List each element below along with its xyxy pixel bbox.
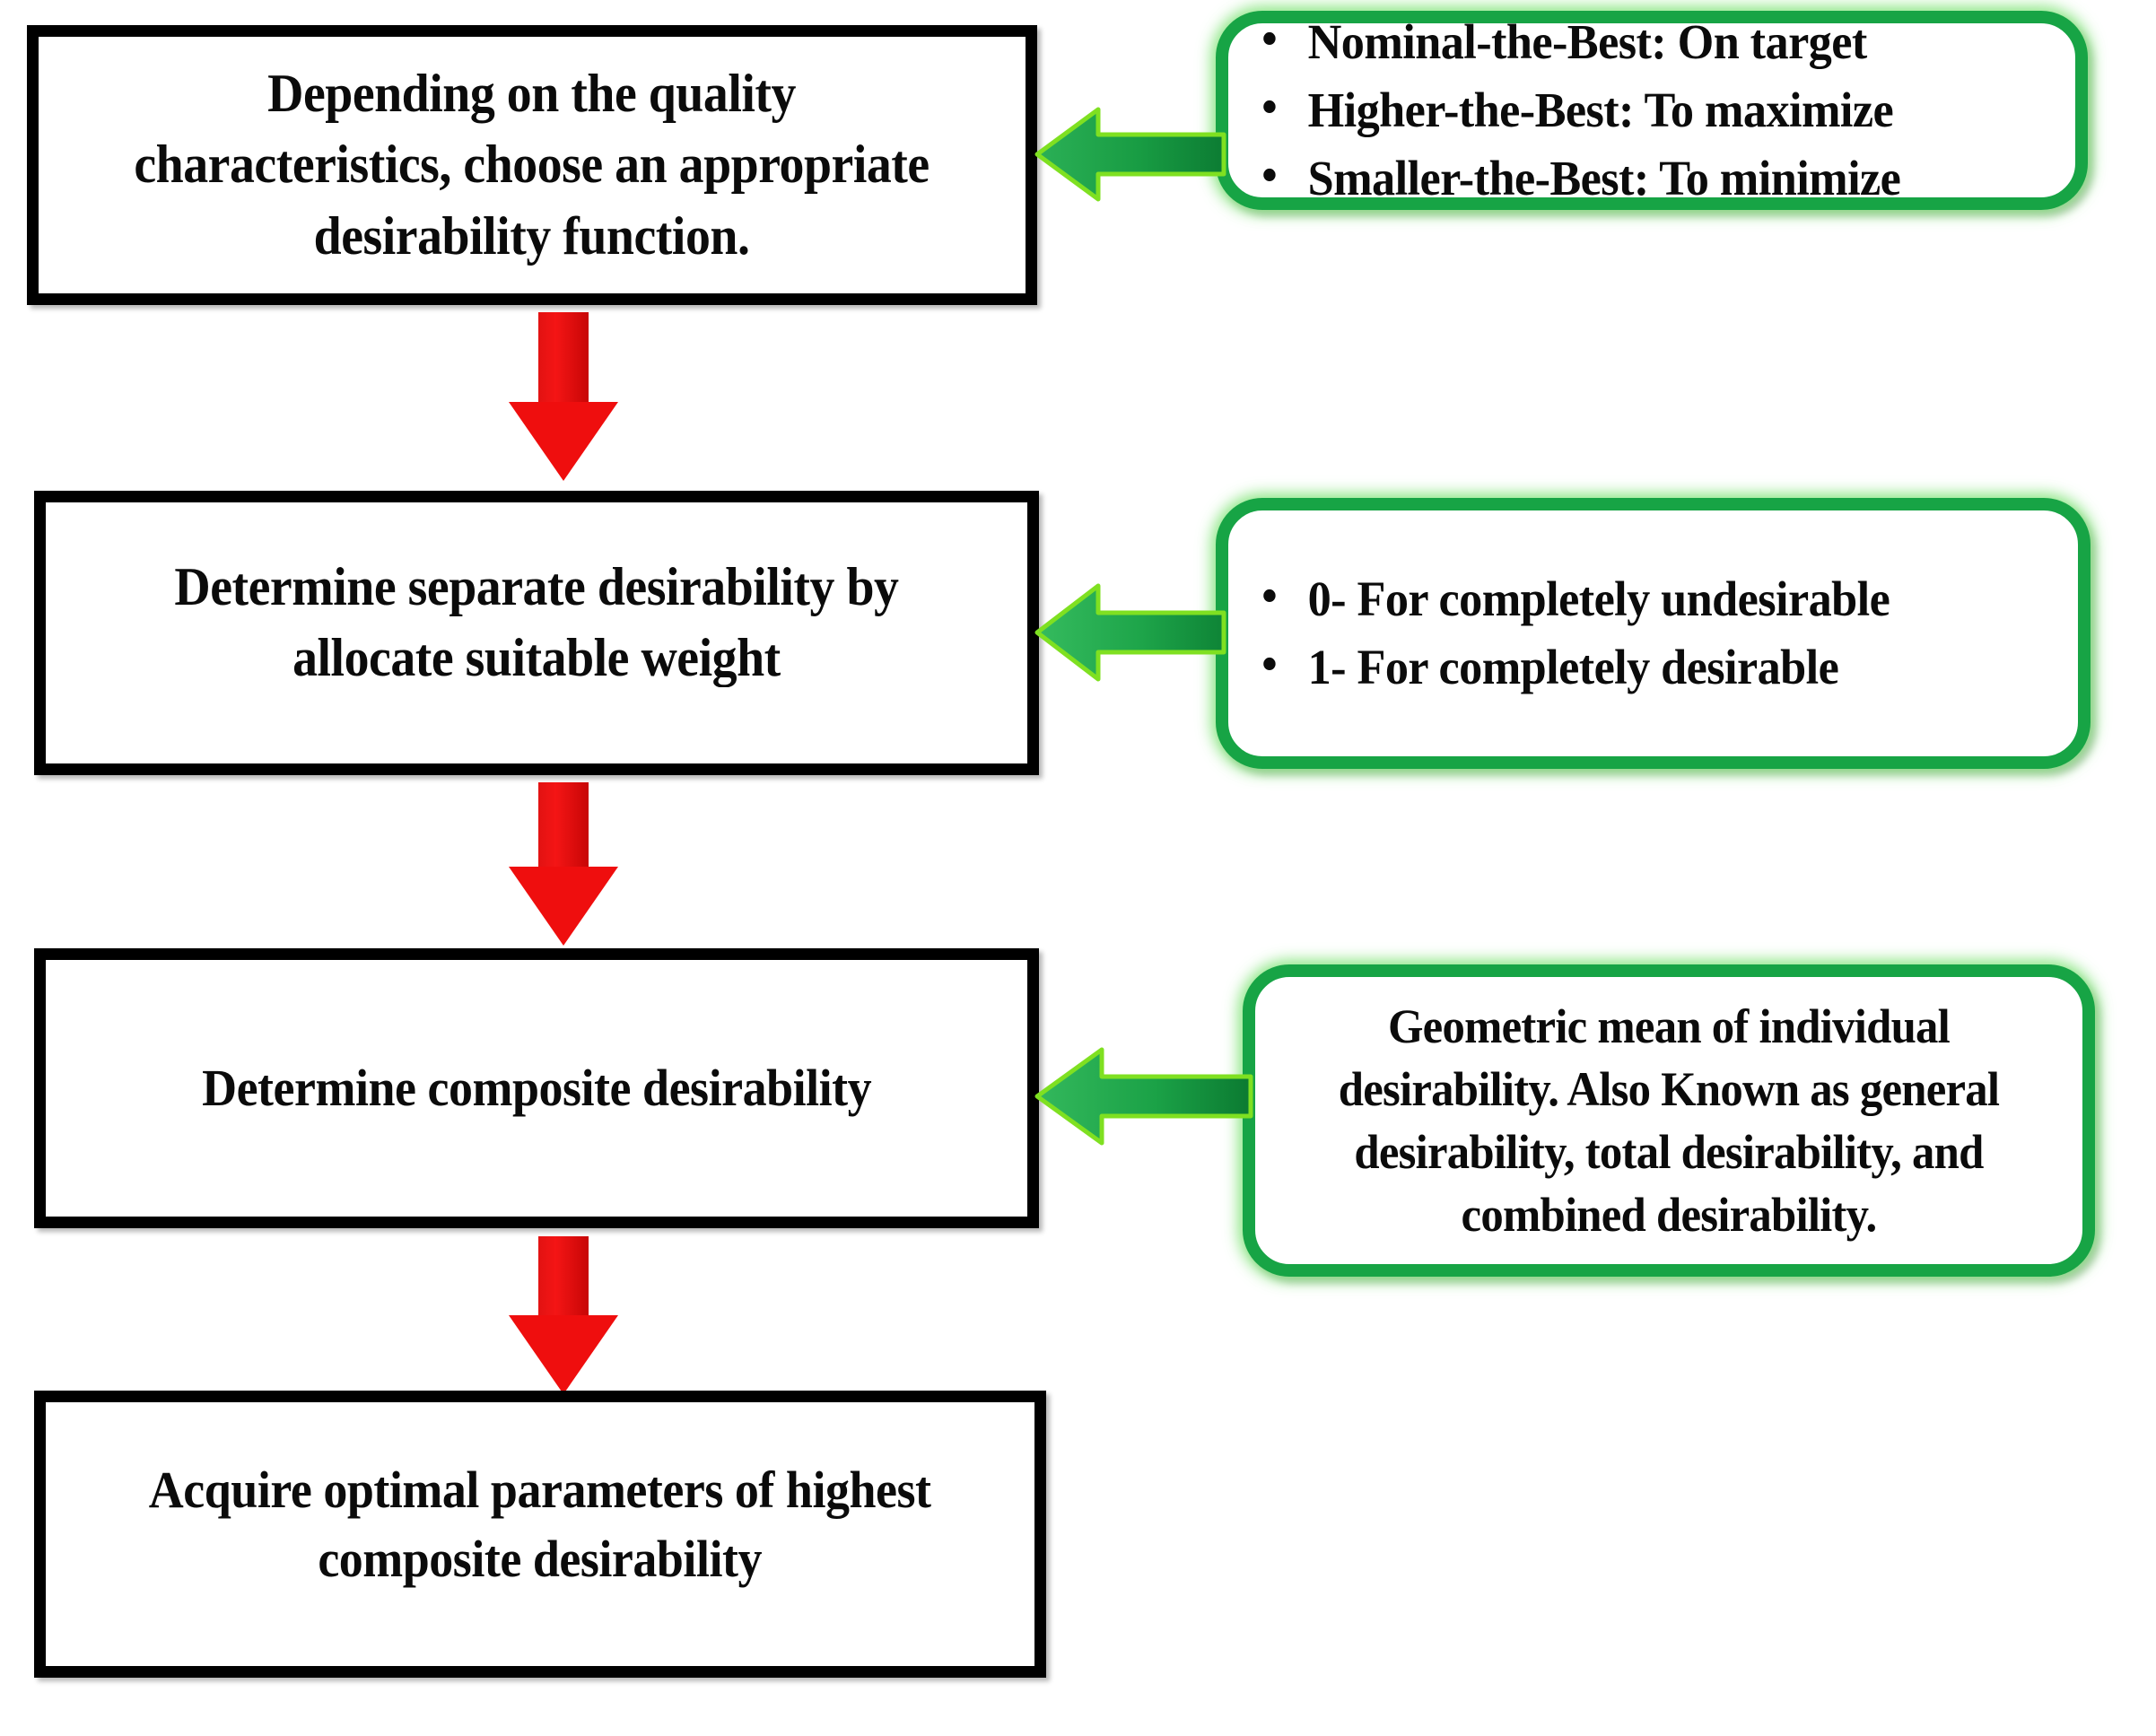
callout-box-1-content: Nominal-the-Best: On target Higher-the-B… — [1228, 6, 2075, 213]
arrow-shaft — [538, 1236, 589, 1319]
list-item: Smaller-the-Best: To minimize — [1250, 143, 2022, 213]
process-box-step-2-label: Determine separate desirability by alloc… — [174, 557, 899, 688]
process-box-step-3: Determine composite desirability — [34, 948, 1039, 1228]
arrow-head — [509, 402, 618, 481]
process-box-step-4-label: Acquire optimal parameters of highest co… — [149, 1461, 931, 1588]
down-arrow-icon-flow-3-to-4 — [509, 1236, 618, 1394]
callout-box-3: Geometric mean of individual desirabilit… — [1243, 964, 2095, 1277]
list-item: Higher-the-Best: To maximize — [1250, 74, 2022, 144]
arrow-head — [509, 867, 618, 946]
left-arrow-icon-note-2 — [1034, 579, 1226, 686]
process-box-step-4: Acquire optimal parameters of highest co… — [34, 1391, 1046, 1678]
left-arrow-icon-note-1 — [1034, 100, 1226, 208]
callout-box-2-list: 0- For completely undesirable 1- For com… — [1250, 563, 2065, 702]
arrow-shaft — [538, 312, 589, 406]
process-box-step-2: Determine separate desirability by alloc… — [34, 491, 1039, 775]
process-box-step-3-label: Determine composite desirability — [201, 1058, 872, 1117]
list-item: 1- For completely desirable — [1250, 632, 2025, 702]
list-item: Nominal-the-Best: On target — [1250, 6, 2022, 76]
left-arrow-icon-note-3 — [1034, 1042, 1253, 1150]
down-arrow-icon-flow-1-to-2 — [509, 312, 618, 483]
down-arrow-icon-flow-2-to-3 — [509, 782, 618, 946]
arrow-shaft — [538, 782, 589, 870]
list-item: 0- For completely undesirable — [1250, 563, 2025, 633]
process-box-step-1-label: Depending on the quality characteristics… — [134, 64, 930, 266]
arrow-head — [509, 1315, 618, 1394]
callout-box-2-content: 0- For completely undesirable 1- For com… — [1228, 563, 2078, 702]
callout-box-3-text: Geometric mean of individual desirabilit… — [1338, 999, 2000, 1243]
process-box-step-1: Depending on the quality characteristics… — [27, 25, 1037, 305]
callout-box-3-content: Geometric mean of individual desirabilit… — [1255, 995, 2082, 1247]
callout-box-1: Nominal-the-Best: On target Higher-the-B… — [1216, 6, 2088, 213]
callout-box-2: 0- For completely undesirable 1- For com… — [1216, 498, 2091, 769]
callout-box-1-list: Nominal-the-Best: On target Higher-the-B… — [1250, 6, 2063, 213]
